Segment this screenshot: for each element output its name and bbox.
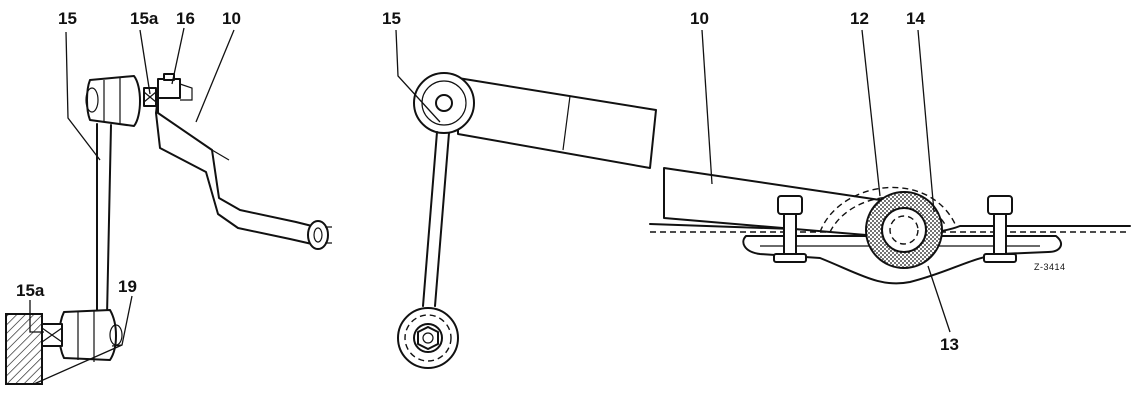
label-left-15a-top: 15a: [130, 9, 159, 28]
middle-view-link: [397, 72, 657, 369]
label-left-16: 16: [176, 9, 195, 28]
mounting-block-19: [5, 313, 43, 385]
right-bolt: [983, 195, 1017, 263]
label-right-13: 13: [940, 335, 959, 354]
label-left-19: 19: [118, 277, 137, 296]
bracket-16: [157, 78, 181, 99]
drawing-code: Z-3414: [1034, 262, 1066, 272]
upper-bushing: [86, 75, 141, 127]
link-rod-middle: [422, 131, 450, 307]
clamp-14: [819, 186, 957, 233]
label-left-15a-bottom: 15a: [16, 281, 45, 300]
label-middle-15: 15: [382, 9, 401, 28]
label-right-10: 10: [690, 9, 709, 28]
stabilizer-arm-middle: [457, 77, 657, 169]
label-left-10: 10: [222, 9, 241, 28]
label-right-12: 12: [850, 9, 869, 28]
link-rod-15: [96, 123, 112, 317]
left-view-stabilizer-assembly: [5, 73, 332, 385]
lower-bushing: [58, 309, 117, 361]
stabilizer-bar-left: [155, 95, 313, 245]
bar-end-eye: [307, 220, 329, 250]
right-view-mount-section: [649, 167, 1131, 285]
left-bolt: [773, 195, 807, 263]
label-right-14: 14: [906, 9, 925, 28]
leader-lines: [29, 27, 951, 385]
label-left-15: 15: [58, 9, 77, 28]
